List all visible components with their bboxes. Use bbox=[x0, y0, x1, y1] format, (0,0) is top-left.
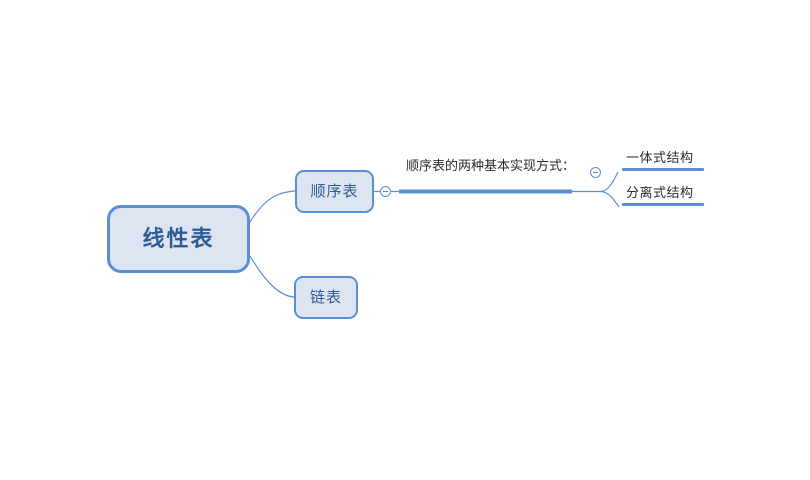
mindmap-leaf-unified-structure[interactable]: 一体式结构 bbox=[622, 151, 704, 171]
connector-root-to-linkedlist bbox=[249, 255, 295, 298]
leaf-separated-structure-underline bbox=[622, 203, 704, 206]
root-node-label: 线性表 bbox=[142, 226, 215, 251]
mindmap-leaf-separated-structure[interactable]: 分离式结构 bbox=[622, 186, 704, 206]
connector-fork-to-separated bbox=[600, 190, 620, 208]
leaf-unified-structure-underline bbox=[622, 168, 704, 171]
connector-fork-to-unified bbox=[600, 171, 619, 193]
mindmap-node-linked-list[interactable]: 链表 bbox=[294, 276, 358, 319]
node-sequence-list-label: 顺序表 bbox=[310, 183, 359, 200]
leaf-separated-structure-label: 分离式结构 bbox=[626, 185, 694, 200]
leaf-unified-structure-label: 一体式结构 bbox=[626, 150, 694, 165]
mindmap-node-sequence-list[interactable]: 顺序表 bbox=[295, 170, 374, 213]
mindmap-root-node[interactable]: 线性表 bbox=[107, 205, 250, 273]
node-linked-list-label: 链表 bbox=[309, 289, 342, 306]
collapse-minus-icon-sequence-list[interactable] bbox=[380, 186, 391, 197]
collapse-minus-icon-branch[interactable] bbox=[590, 167, 601, 178]
connector-root-to-sequence bbox=[249, 190, 296, 223]
branch-label-sequence-implementations: 顺序表的两种基本实现方式： bbox=[406, 158, 576, 173]
